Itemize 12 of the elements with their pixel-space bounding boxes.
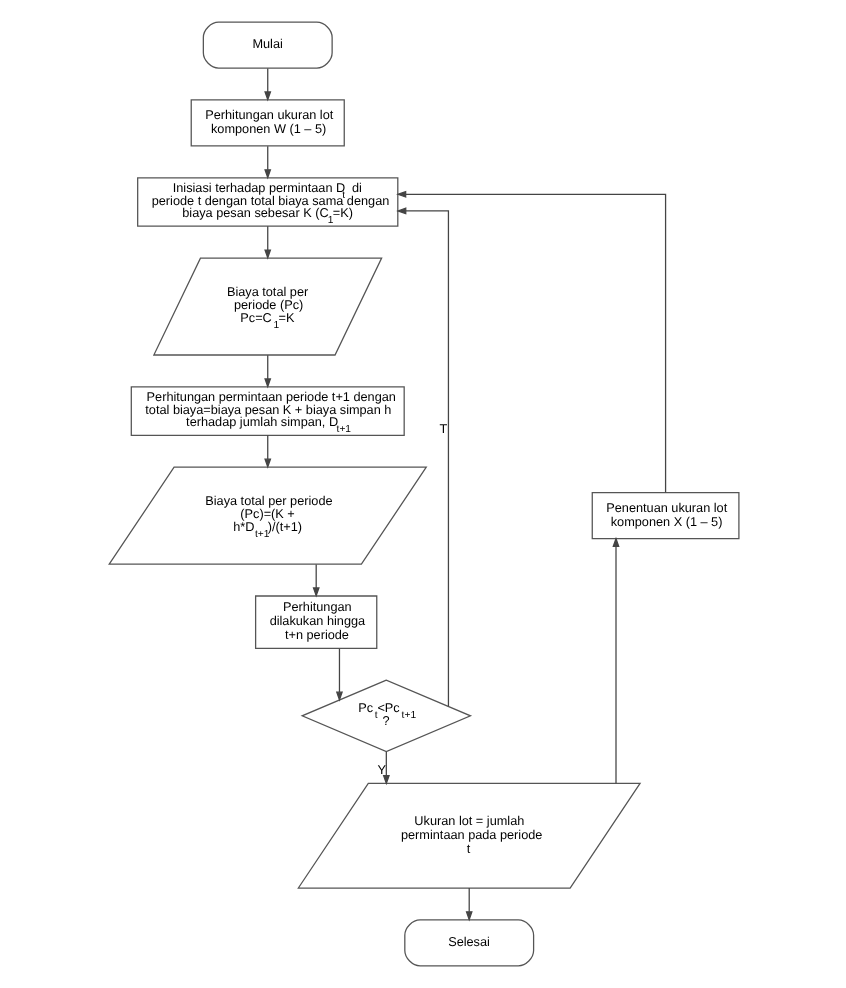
arrow xyxy=(334,648,343,702)
arrow xyxy=(263,145,271,180)
arrow xyxy=(395,190,666,494)
arrow xyxy=(381,751,389,786)
arrow xyxy=(611,536,619,784)
arrow xyxy=(395,207,449,707)
arrow xyxy=(263,354,271,389)
arrow xyxy=(263,225,271,260)
arrow xyxy=(263,434,271,469)
arrow xyxy=(263,67,271,102)
arrow xyxy=(311,563,319,598)
arrow xyxy=(464,887,472,922)
